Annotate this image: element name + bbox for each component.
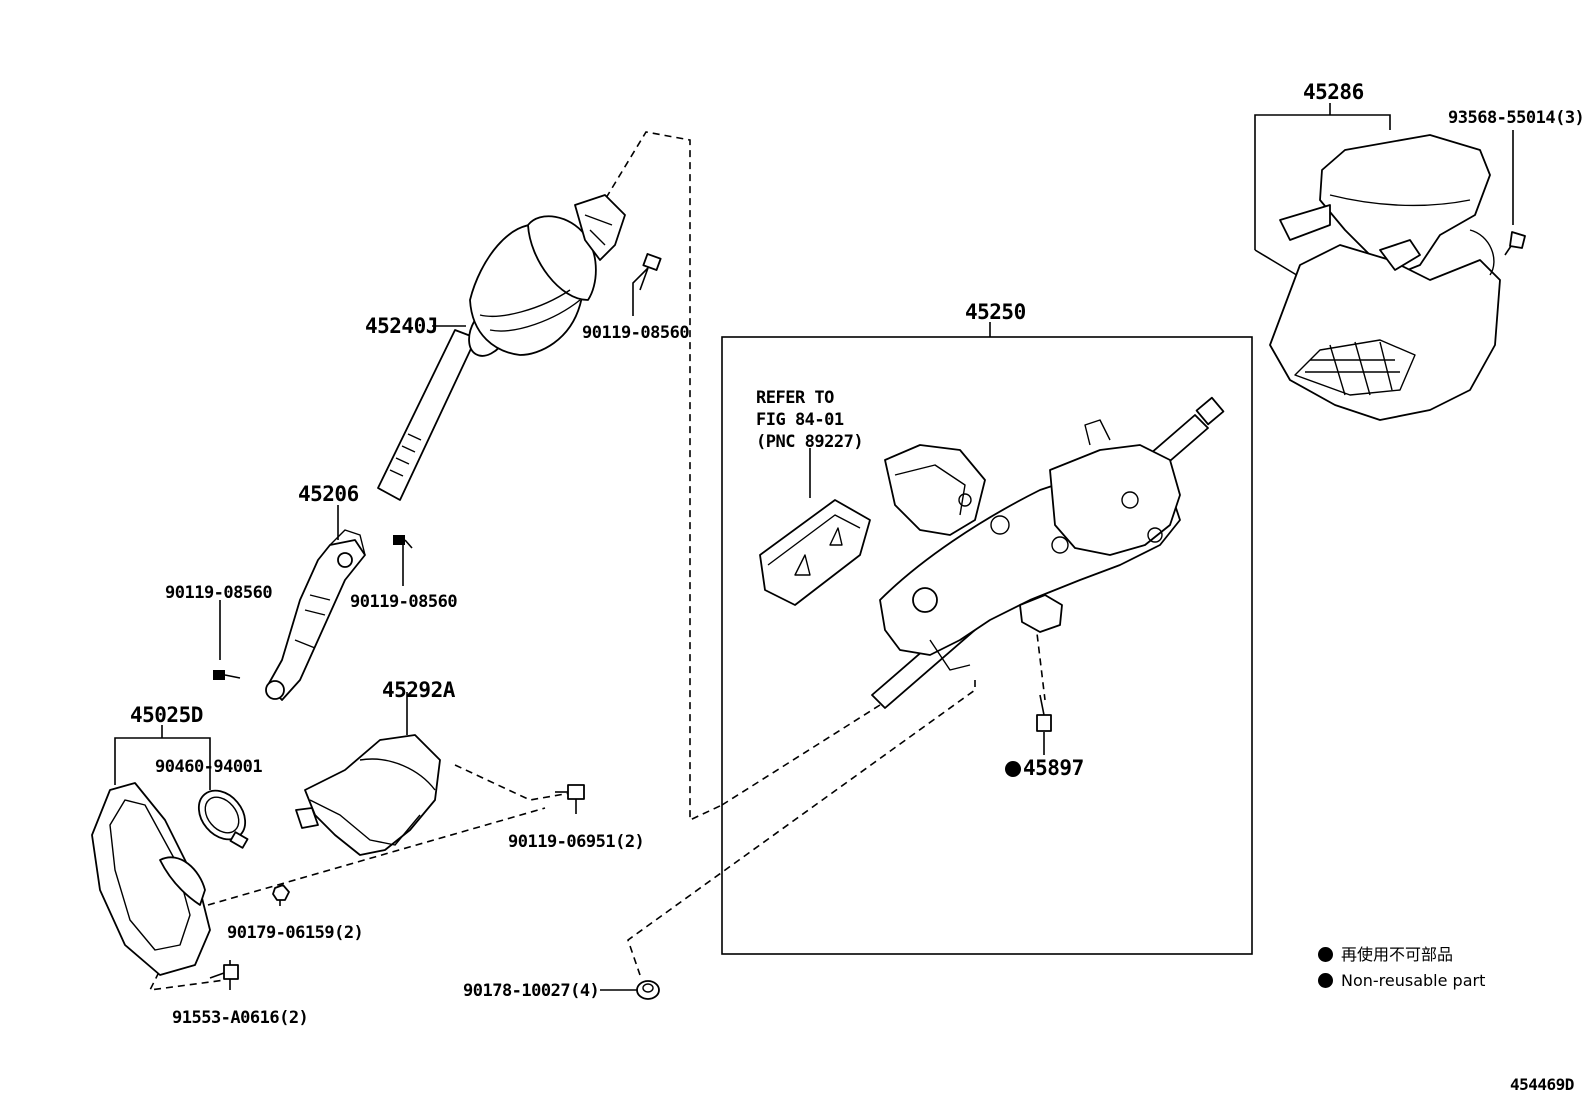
diagram-id: 454469D bbox=[1510, 1075, 1574, 1094]
cover-45292A bbox=[295, 734, 441, 856]
legend-en-text: Non-reusable part bbox=[1341, 971, 1486, 990]
label-90119-08560-b: 90119-08560 bbox=[165, 583, 273, 603]
universal-joint-45206 bbox=[265, 529, 366, 701]
label-90178-10027: 90178-10027(4) bbox=[463, 981, 600, 1001]
label-45240J: 45240J bbox=[365, 314, 438, 338]
label-90119-08560-c: 90119-08560 bbox=[350, 592, 458, 612]
refer-to-note: REFER TO FIG 84-01 (PNC 89227) bbox=[756, 387, 864, 453]
label-45897-text: 45897 bbox=[1023, 756, 1084, 780]
refer-line-3: (PNC 89227) bbox=[756, 432, 864, 452]
label-93568-55014: 93568-55014(3) bbox=[1448, 108, 1585, 128]
intermediate-shaft-45240J bbox=[377, 194, 626, 501]
steering-column-45250 bbox=[871, 396, 1225, 709]
non-reusable-marker-icon bbox=[1005, 761, 1021, 777]
bolt-90119-08560-a bbox=[639, 253, 662, 291]
legend-dot-icon bbox=[1318, 947, 1333, 962]
label-45897: 45897 bbox=[1005, 758, 1084, 779]
legend-jp-text: 再使用不可部品 bbox=[1341, 945, 1454, 964]
leader-lines bbox=[114, 103, 1514, 991]
legend-jp: 再使用不可部品 bbox=[1318, 947, 1453, 963]
bolt-91553-A0616 bbox=[209, 964, 239, 980]
legend-en: Non-reusable part bbox=[1318, 973, 1485, 989]
label-90119-08560-a: 90119-08560 bbox=[582, 323, 690, 343]
nut-90179-06159 bbox=[272, 884, 290, 901]
screw-93568-55014 bbox=[1504, 231, 1526, 256]
label-45250: 45250 bbox=[965, 300, 1026, 324]
refer-line-2: FIG 84-01 bbox=[756, 410, 844, 430]
label-90119-06951: 90119-06951(2) bbox=[508, 832, 645, 852]
label-45292A: 45292A bbox=[382, 678, 455, 702]
assembly-frame-45250 bbox=[721, 336, 1253, 955]
column-cover-45286 bbox=[1269, 134, 1501, 421]
label-91553-A0616: 91553-A0616(2) bbox=[172, 1008, 309, 1028]
legend-dot-icon bbox=[1318, 973, 1333, 988]
label-90179-06159: 90179-06159(2) bbox=[227, 923, 364, 943]
nut-90178-10027 bbox=[636, 980, 660, 1000]
bolt-90119-06951 bbox=[555, 784, 585, 800]
label-45206: 45206 bbox=[298, 482, 359, 506]
bolt-90119-08560-c bbox=[393, 535, 413, 549]
refer-line-1: REFER TO bbox=[756, 388, 834, 408]
bolt-90119-08560-b bbox=[213, 670, 241, 680]
ecu-module bbox=[759, 499, 871, 606]
dust-cover-45025D bbox=[91, 782, 249, 976]
label-90460-94001: 90460-94001 bbox=[155, 757, 263, 777]
bolt-45897 bbox=[1036, 694, 1052, 732]
label-45025D: 45025D bbox=[130, 703, 203, 727]
label-45286: 45286 bbox=[1303, 80, 1364, 104]
